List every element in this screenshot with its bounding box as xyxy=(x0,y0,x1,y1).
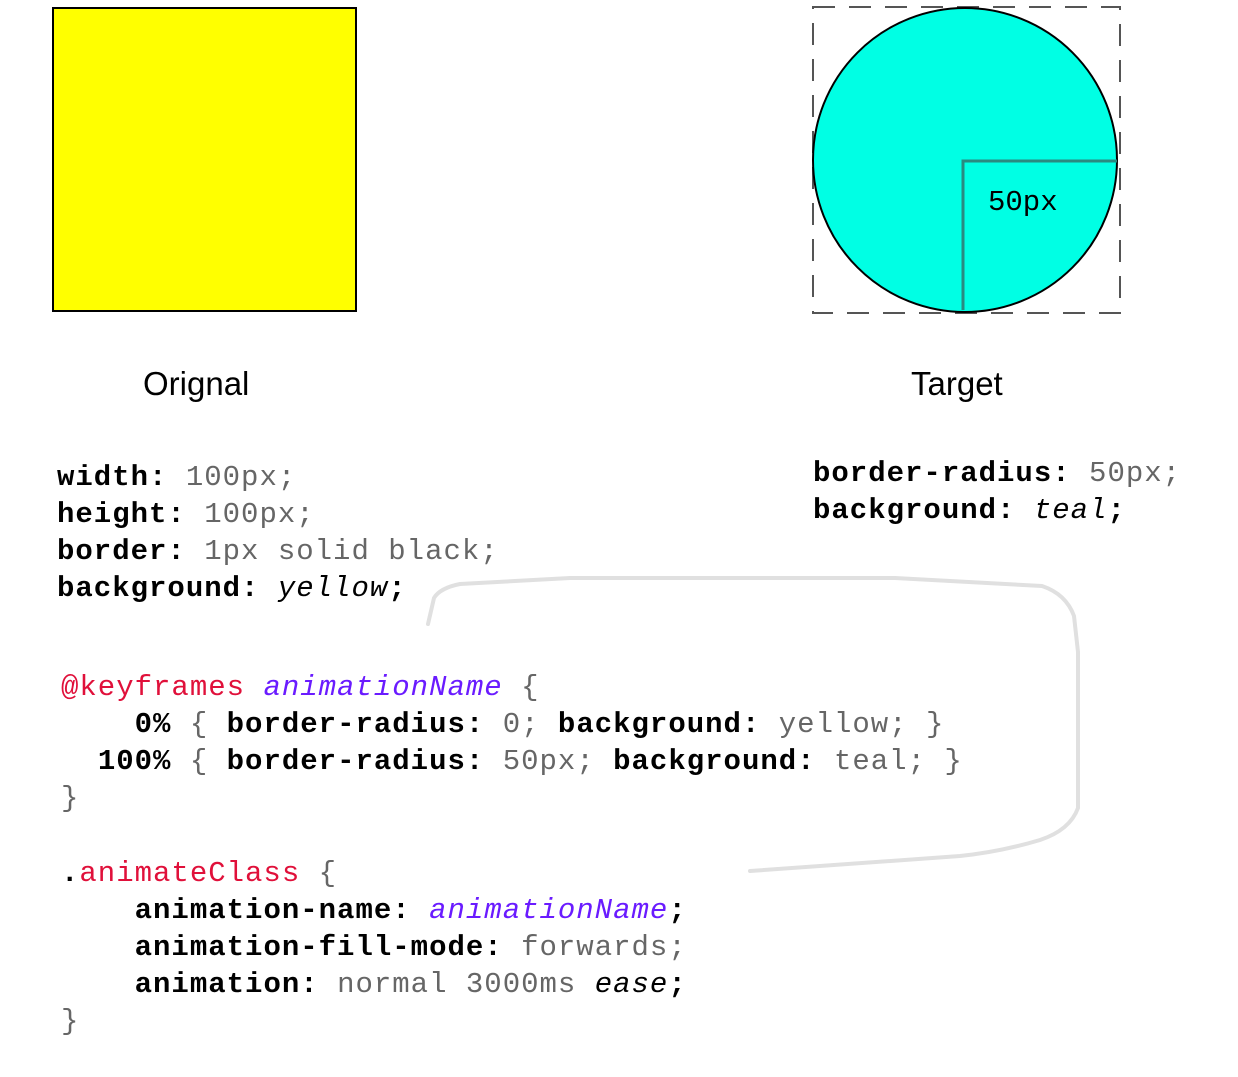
keyframe-0: 0% { border-radius: 0; background: yello… xyxy=(134,708,945,741)
animate-class-block: .animateClass { animation-name: animatio… xyxy=(61,818,687,1077)
original-caption: Orignal xyxy=(143,365,250,402)
connector-line xyxy=(426,576,1080,873)
prop-line: border: 1px solid black; xyxy=(57,535,499,568)
class-line-1: animation-name: animationName; xyxy=(134,894,687,927)
class-line-2: animation-fill-mode: forwards; xyxy=(134,931,687,964)
target-circle-diagram: 50px xyxy=(812,6,1121,314)
class-header: .animateClass { xyxy=(61,857,338,890)
bounding-box-dashed xyxy=(812,6,1121,314)
class-line-3: animation: normal 3000ms ease; xyxy=(134,968,687,1001)
prop-line: background: teal; xyxy=(813,494,1126,527)
prop-line: border-radius: 50px; xyxy=(813,457,1182,490)
keyframes-close: } xyxy=(61,782,80,815)
prop-line: width: 100px; xyxy=(57,461,297,494)
target-caption: Target xyxy=(911,365,1003,402)
class-close: } xyxy=(61,1005,80,1038)
radius-label: 50px xyxy=(988,186,1058,219)
keyframes-header: @keyframes animationName { xyxy=(61,671,540,704)
original-square xyxy=(52,7,357,312)
target-css: border-radius: 50px; background: teal; xyxy=(813,418,1181,566)
prop-line: height: 100px; xyxy=(57,498,315,531)
keyframes-block: @keyframes animationName { 0% { border-r… xyxy=(61,632,963,854)
keyframe-100: 100% { border-radius: 50px; background: … xyxy=(97,745,963,778)
radius-indicator xyxy=(961,159,1117,310)
original-css: width: 100px; height: 100px; border: 1px s… xyxy=(57,422,499,644)
prop-line: background: yellow; xyxy=(57,572,407,605)
